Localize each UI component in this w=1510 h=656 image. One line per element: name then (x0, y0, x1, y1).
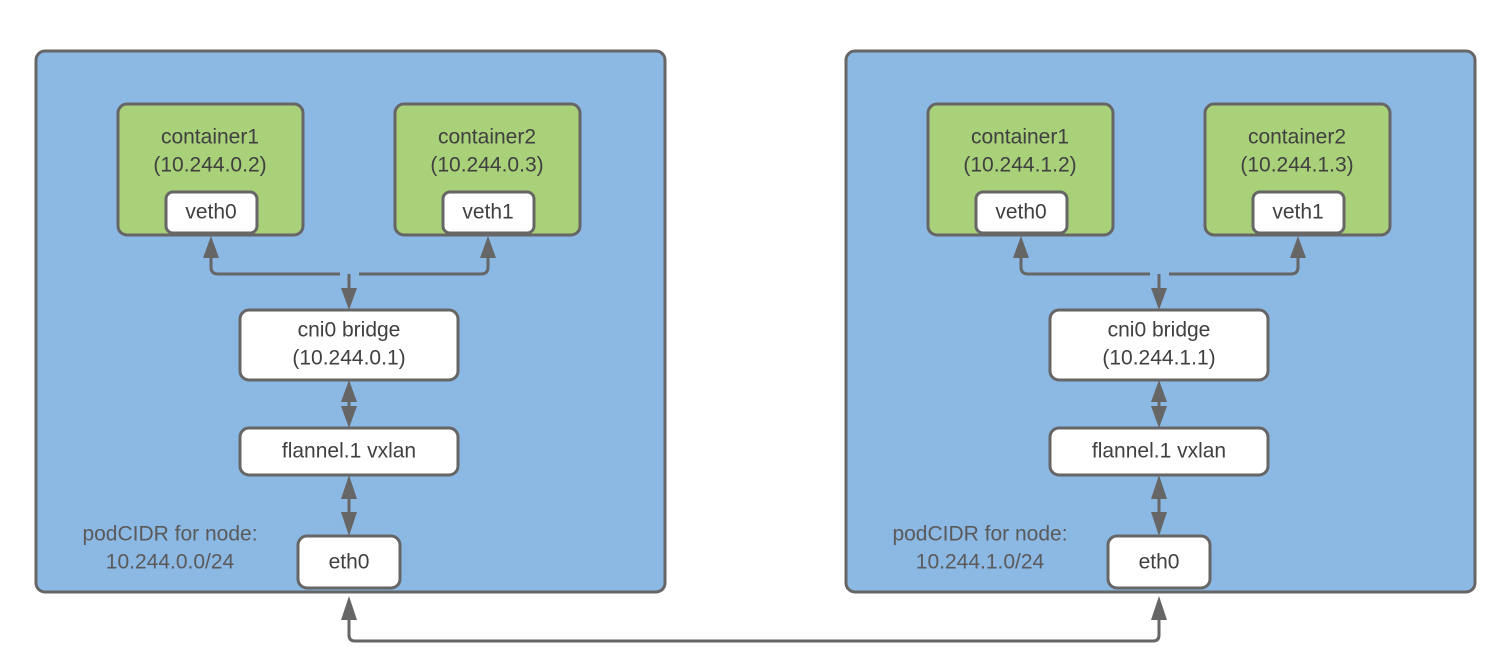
container1-right-ip: (10.244.1.2) (963, 154, 1076, 177)
container-box-right-container2[interactable]: container2 (10.244.1.3) veth1 (1203, 102, 1392, 237)
podcidr-caption-right: podCIDR for node: 10.244.1.0/24 (892, 523, 1067, 574)
cni0-bridge-left-ip: (10.244.0.1) (292, 347, 405, 370)
arrow-head-up-veth1-left (480, 236, 496, 258)
arrow-head-down-bridge-right (1151, 288, 1167, 310)
podcidr-right-line2: 10.244.1.0/24 (916, 551, 1045, 574)
veth0-right-label: veth0 (995, 201, 1046, 224)
eth0-box-left[interactable]: eth0 (296, 534, 402, 590)
arrow-head-down-bridge-left (341, 288, 357, 310)
arrow-head-up-eth0-vxlan-left (341, 475, 357, 499)
connector-vxlan-to-eth0-right (1151, 475, 1167, 536)
arrow-head-up-vxlan-bridge-left (341, 380, 357, 402)
container1-right-name: container1 (971, 126, 1069, 149)
podcidr-left-line2: 10.244.0.0/24 (106, 551, 235, 574)
eth0-left-label: eth0 (329, 551, 370, 574)
container-box-left-container2[interactable]: container2 (10.244.0.3) veth1 (393, 102, 582, 237)
eth0-right-rect (1106, 534, 1212, 590)
vxlan-box-left[interactable]: flannel.1 vxlan (238, 426, 460, 477)
arrow-head-up-vxlan-bridge-right (1151, 380, 1167, 402)
node-panel-right[interactable]: container1 (10.244.1.2) veth0 container2… (844, 49, 1477, 594)
cni0-bridge-right-ip: (10.244.1.1) (1102, 347, 1215, 370)
connector-veth-to-bridge-left (203, 236, 496, 310)
arrow-head-up-eth0-right-external (1151, 596, 1167, 620)
cni0-bridge-right-name: cni0 bridge (1108, 319, 1211, 342)
container-box-right-container1[interactable]: container1 (10.244.1.2) veth0 (926, 102, 1115, 237)
podcidr-caption-left: podCIDR for node: 10.244.0.0/24 (82, 523, 257, 574)
podcidr-left-line1: podCIDR for node: (82, 523, 257, 546)
connector-bridge-to-vxlan-right (1151, 380, 1167, 428)
veth1-left-rect[interactable] (441, 190, 536, 235)
eth0-right-label: eth0 (1139, 551, 1180, 574)
veth1-right-label: veth1 (1272, 201, 1323, 224)
arrow-head-down-vxlan-bridge-right (1151, 406, 1167, 428)
arrow-head-up-veth0-right (1013, 236, 1029, 258)
vxlan-box-right[interactable]: flannel.1 vxlan (1048, 426, 1270, 477)
connector-bridge-to-vxlan-left (341, 380, 357, 428)
veth1-right-rect[interactable] (1251, 190, 1346, 235)
arrow-head-up-eth0-left-external (341, 596, 357, 620)
arrow-head-up-veth1-right (1290, 236, 1306, 258)
arrow-head-down-vxlan-bridge-left (341, 406, 357, 428)
arrow-head-down-eth0-vxlan-left (341, 512, 357, 536)
bridge-box-left[interactable]: cni0 bridge (10.244.0.1) (238, 308, 460, 382)
connector-vxlan-to-eth0-left (341, 475, 357, 536)
flannel-vxlan-right-label: flannel.1 vxlan (1092, 440, 1226, 463)
cni0-bridge-left-name: cni0 bridge (298, 319, 401, 342)
arrow-head-up-eth0-vxlan-right (1151, 475, 1167, 499)
bridge-box-right[interactable]: cni0 bridge (10.244.1.1) (1048, 308, 1270, 382)
eth0-box-right[interactable]: eth0 (1106, 534, 1212, 590)
container2-right-ip: (10.244.1.3) (1240, 154, 1353, 177)
container2-left-name: container2 (438, 126, 536, 149)
connector-eth0-to-eth0 (341, 596, 1167, 643)
connector-veth-to-bridge-right (1013, 236, 1306, 310)
node-panel-left[interactable]: container1 (10.244.0.2) veth0 container2… (34, 49, 667, 594)
container1-left-name: container1 (161, 126, 259, 149)
veth0-left-rect[interactable] (164, 190, 259, 235)
container2-left-ip: (10.244.0.3) (430, 154, 543, 177)
veth1-left-label: veth1 (462, 201, 513, 224)
container1-left-ip: (10.244.0.2) (153, 154, 266, 177)
arrow-head-down-eth0-vxlan-right (1151, 512, 1167, 536)
container2-right-name: container2 (1248, 126, 1346, 149)
container-box-left-container1[interactable]: container1 (10.244.0.2) veth0 (116, 102, 305, 237)
arrow-head-up-veth0-left (203, 236, 219, 258)
podcidr-right-line1: podCIDR for node: (892, 523, 1067, 546)
veth0-right-rect[interactable] (974, 190, 1069, 235)
eth0-left-rect (296, 534, 402, 590)
veth0-left-label: veth0 (185, 201, 236, 224)
flannel-vxlan-left-label: flannel.1 vxlan (282, 440, 416, 463)
